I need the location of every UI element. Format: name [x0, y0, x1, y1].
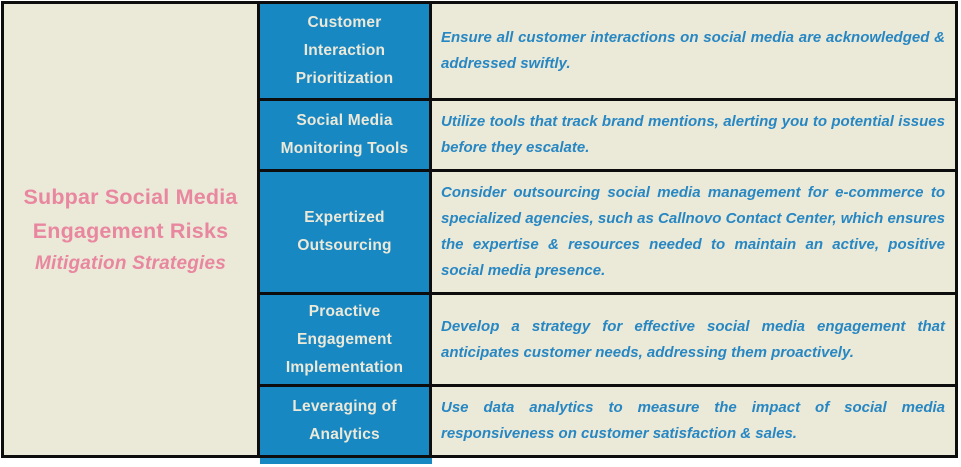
risks-subtitle: Mitigation Strategies: [34, 253, 227, 274]
strategy-label: Customer Interaction Prioritization: [295, 14, 394, 87]
description-text: Utilize tools that track brand mentions,…: [441, 113, 945, 156]
description-text: Develop a strategy for effective social …: [441, 317, 945, 361]
risks-title-cell: Subpar Social Media Engagement Risks Mit…: [4, 4, 257, 455]
description-cell-customer-interaction: Ensure all customer interactions on soci…: [432, 4, 955, 101]
strategy-label: Expertized Outsourcing: [297, 209, 392, 254]
description-cell-proactive-engagement: Develop a strategy for effective social …: [432, 295, 955, 387]
mitigation-strategies-table: Subpar Social Media Engagement Risks Mit…: [1, 1, 958, 458]
description-cell-expertized-outsourcing: Consider outsourcing social media manage…: [432, 172, 955, 295]
strategy-cell-leveraging-analytics: Leveraging of Analytics: [257, 387, 432, 455]
strategy-cell-expertized-outsourcing: Expertized Outsourcing: [257, 172, 432, 295]
strategy-cell-customer-interaction: Customer Interaction Prioritization: [257, 4, 432, 101]
strategy-label: Leveraging of Analytics: [292, 398, 397, 443]
description-text: Consider outsourcing social media manage…: [441, 184, 945, 279]
strategy-label: Social Media Monitoring Tools: [280, 112, 409, 157]
strategy-label: Proactive Engagement Implementation: [285, 302, 404, 376]
description-text: Ensure all customer interactions on soci…: [441, 29, 945, 72]
description-cell-leveraging-analytics: Use data analytics to measure the impact…: [432, 387, 955, 455]
risks-title-line-1: Subpar Social Media: [23, 185, 238, 209]
description-cell-monitoring-tools: Utilize tools that track brand mentions,…: [432, 101, 955, 172]
strategy-cell-monitoring-tools: Social Media Monitoring Tools: [257, 101, 432, 172]
description-text: Use data analytics to measure the impact…: [441, 399, 945, 442]
strategy-cell-proactive-engagement: Proactive Engagement Implementation: [257, 295, 432, 387]
risks-title-line-2: Engagement Risks: [32, 219, 229, 243]
